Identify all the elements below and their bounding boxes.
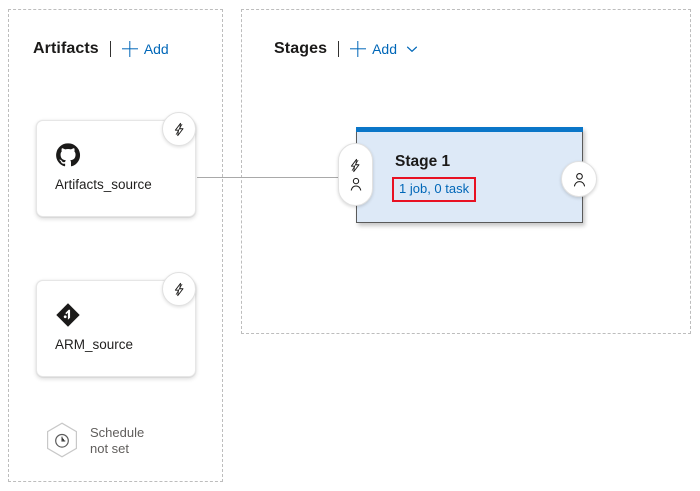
add-stage-label: Add xyxy=(372,41,397,57)
azure-repos-git-icon xyxy=(55,302,81,328)
artifacts-title: Artifacts xyxy=(33,40,99,57)
schedule-line-1: Schedule xyxy=(90,425,145,440)
stage-summary-highlight: 1 job, 0 task xyxy=(392,177,477,202)
schedule-trigger[interactable]: Schedule not set xyxy=(44,421,144,461)
github-icon xyxy=(55,142,81,168)
header-divider xyxy=(109,41,111,57)
lightning-bolt-icon xyxy=(172,122,187,137)
plus-icon xyxy=(350,41,366,57)
add-artifact-button[interactable]: Add xyxy=(122,41,169,57)
artifact-trigger-badge[interactable] xyxy=(162,112,196,146)
schedule-line-2: not set xyxy=(90,441,130,456)
schedule-text: Schedule not set xyxy=(90,425,144,457)
clock-hexagon-icon xyxy=(44,421,80,461)
artifact-trigger-badge[interactable] xyxy=(162,272,196,306)
person-icon xyxy=(571,171,588,188)
artifacts-panel xyxy=(8,9,223,482)
stages-title: Stages xyxy=(274,40,328,57)
lightning-bolt-icon xyxy=(172,282,187,297)
artifact-stage-connector xyxy=(197,177,349,178)
pre-deployment-conditions-badge[interactable] xyxy=(338,143,373,206)
lightning-bolt-icon xyxy=(348,158,363,173)
artifacts-panel-header: Artifacts Add xyxy=(33,40,169,58)
header-divider xyxy=(338,41,340,57)
stages-panel-header: Stages Add xyxy=(274,40,419,58)
stage-summary-link[interactable]: 1 job, 0 task xyxy=(399,181,470,196)
stages-panel xyxy=(241,9,691,334)
artifact-label: Artifacts_source xyxy=(55,177,152,192)
add-stage-button[interactable]: Add xyxy=(350,41,419,57)
chevron-down-icon[interactable] xyxy=(405,42,419,56)
stage-name: Stage 1 xyxy=(395,153,451,170)
plus-icon xyxy=(122,41,138,57)
person-icon xyxy=(348,176,364,192)
add-artifact-label: Add xyxy=(143,41,169,57)
artifact-label: ARM_source xyxy=(55,337,134,352)
post-deployment-conditions-badge[interactable] xyxy=(561,161,597,197)
stage-status-bar xyxy=(356,127,583,132)
stage-card-stage-1[interactable]: Stage 1 1 job, 0 task xyxy=(356,127,583,223)
